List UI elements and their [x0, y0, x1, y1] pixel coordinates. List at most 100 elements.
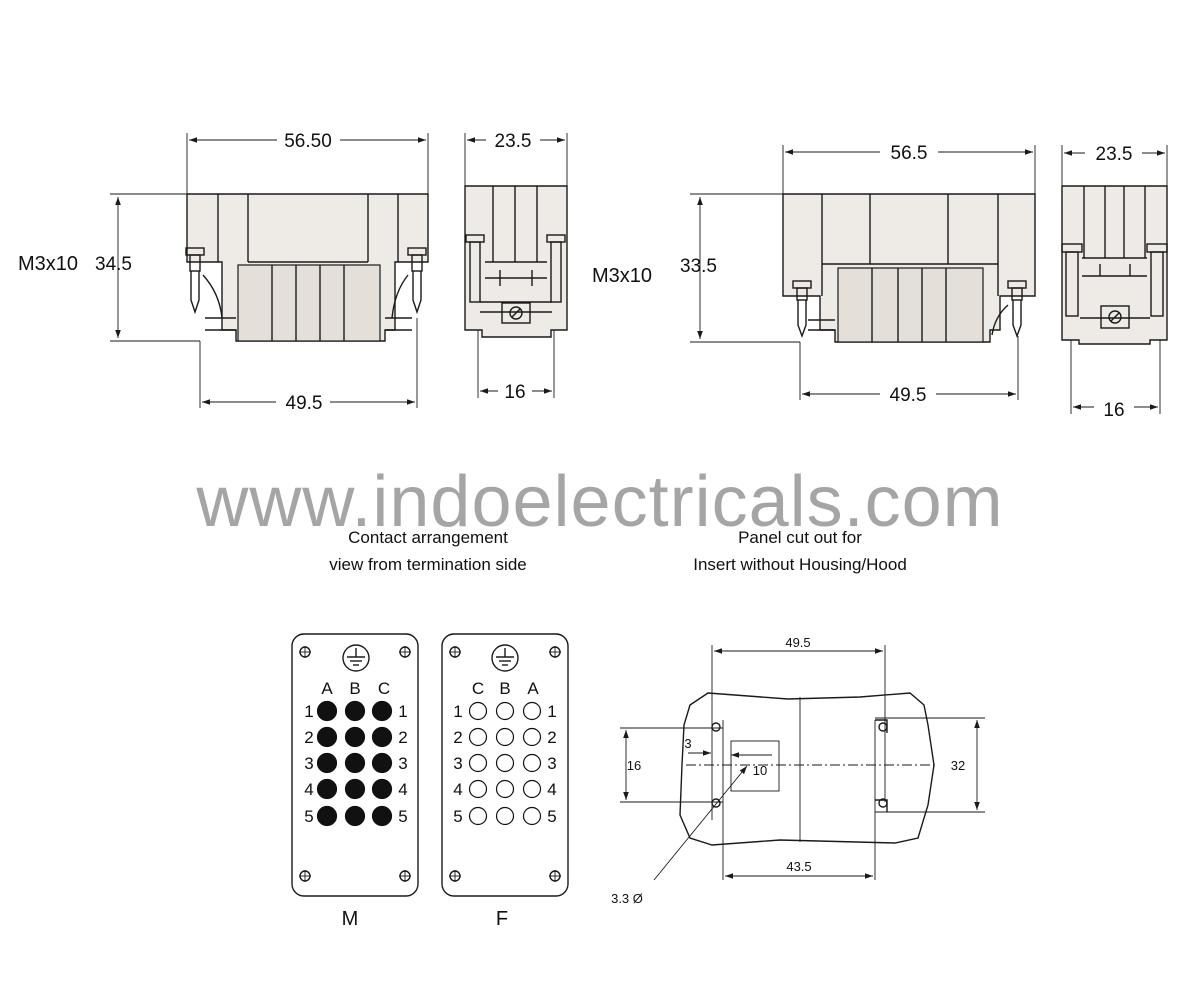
male-pin [344, 726, 366, 748]
dim-cutout-hole: 3.3 Ø [611, 891, 643, 906]
contact-caption-line1: Contact arrangement [348, 528, 508, 547]
corner-screw [449, 646, 461, 658]
row-label-right: 5 [547, 807, 556, 826]
female-socket [522, 779, 542, 799]
corner-screw [549, 646, 561, 658]
female-socket [495, 701, 515, 721]
screw-label-right: M3x10 [592, 265, 652, 287]
col-label: C [472, 679, 484, 698]
corner-screw [399, 646, 411, 658]
dim-cutout-top: 49.5 [785, 635, 810, 650]
row-label-right: 1 [547, 702, 556, 721]
female-label: F [496, 908, 508, 930]
row-label-left: 5 [453, 807, 462, 826]
corner-screw [299, 870, 311, 882]
ground-icon [491, 644, 519, 672]
row-label-right: 3 [547, 754, 556, 773]
dim-top-right-bottom: 49.5 [890, 385, 927, 406]
male-pin [371, 752, 393, 774]
row-label-right: 2 [547, 728, 556, 747]
dim-top-right-side-bottom: 16 [1103, 400, 1124, 421]
screw-label-left: M3x10 [18, 253, 78, 275]
col-label: A [321, 679, 333, 698]
row-label-left: 3 [304, 754, 313, 773]
row-label-right: 5 [398, 807, 407, 826]
col-label: B [349, 679, 360, 698]
female-socket [468, 753, 488, 773]
dim-top-left-bottom: 49.5 [286, 393, 323, 414]
panel-caption-line2: Insert without Housing/Hood [693, 555, 907, 574]
row-label-left: 1 [304, 702, 313, 721]
dim-cutout-bottom: 43.5 [786, 859, 811, 874]
top-left-side-view: 23.5 16 [464, 131, 568, 403]
panel-caption-line1: Panel cut out for [738, 528, 862, 547]
female-socket [468, 727, 488, 747]
female-socket [468, 779, 488, 799]
male-pin [371, 726, 393, 748]
dim-cutout-a: 3 [684, 736, 691, 751]
ground-icon [342, 644, 370, 672]
female-socket [468, 806, 488, 826]
female-socket [495, 779, 515, 799]
top-right-side-view: 23.5 16 [1061, 144, 1168, 421]
female-socket [522, 727, 542, 747]
female-socket [468, 701, 488, 721]
dim-cutout-left: 16 [627, 758, 641, 773]
dim-top-right-side-width: 23.5 [1096, 144, 1133, 165]
male-pin [316, 700, 338, 722]
male-pin [344, 752, 366, 774]
top-right-front-view: 56.5 M3x10 33.5 49.5 [592, 143, 1036, 406]
corner-screw [399, 870, 411, 882]
row-label-left: 2 [304, 728, 313, 747]
col-label: A [527, 679, 539, 698]
corner-screw [549, 870, 561, 882]
corner-screw [449, 870, 461, 882]
male-label: M [342, 908, 359, 930]
dim-cutout-right: 32 [951, 758, 965, 773]
row-label-right: 3 [398, 754, 407, 773]
male-pin [371, 700, 393, 722]
male-pin [316, 778, 338, 800]
panel-cutout-drawing: 49.5 43.5 16 32 3 10 3.3 Ø [611, 635, 985, 906]
male-pin [316, 805, 338, 827]
female-socket [522, 701, 542, 721]
female-socket [522, 806, 542, 826]
row-label-right: 4 [547, 780, 556, 799]
female-socket [522, 753, 542, 773]
watermark-text: www.indoelectricals.com [195, 462, 1003, 542]
row-label-right: 2 [398, 728, 407, 747]
male-pin [371, 805, 393, 827]
row-label-right: 1 [398, 702, 407, 721]
row-label-right: 4 [398, 780, 407, 799]
male-contact-face: A B C 1 2 3 4 5 1 2 3 4 5 M [291, 633, 419, 930]
col-label: C [378, 679, 390, 698]
row-label-left: 4 [453, 780, 462, 799]
male-pin [344, 778, 366, 800]
dim-top-right-height: 33.5 [680, 256, 717, 277]
row-label-left: 4 [304, 780, 313, 799]
dim-cutout-b: 10 [753, 763, 767, 778]
female-socket [495, 806, 515, 826]
dim-top-left-height: 34.5 [95, 254, 132, 275]
row-label-left: 3 [453, 754, 462, 773]
contact-caption-line2: view from termination side [329, 555, 526, 574]
male-pin [316, 726, 338, 748]
row-label-left: 2 [453, 728, 462, 747]
male-pin [371, 778, 393, 800]
female-socket [495, 727, 515, 747]
row-label-left: 5 [304, 807, 313, 826]
col-label: B [499, 679, 510, 698]
dim-top-left-width: 56.50 [284, 131, 332, 152]
dim-top-left-side-width: 23.5 [495, 131, 532, 152]
male-pin [316, 752, 338, 774]
row-label-left: 1 [453, 702, 462, 721]
dim-top-left-side-bottom: 16 [504, 382, 525, 403]
female-socket [495, 753, 515, 773]
corner-screw [299, 646, 311, 658]
male-pin [344, 805, 366, 827]
dim-top-right-width: 56.5 [891, 143, 928, 164]
male-pin [344, 700, 366, 722]
female-contact-face: C B A 1 2 3 4 5 1 2 3 4 5 F [441, 633, 569, 930]
top-left-front-view: 56.50 M3x10 34.5 49.5 [18, 131, 429, 414]
